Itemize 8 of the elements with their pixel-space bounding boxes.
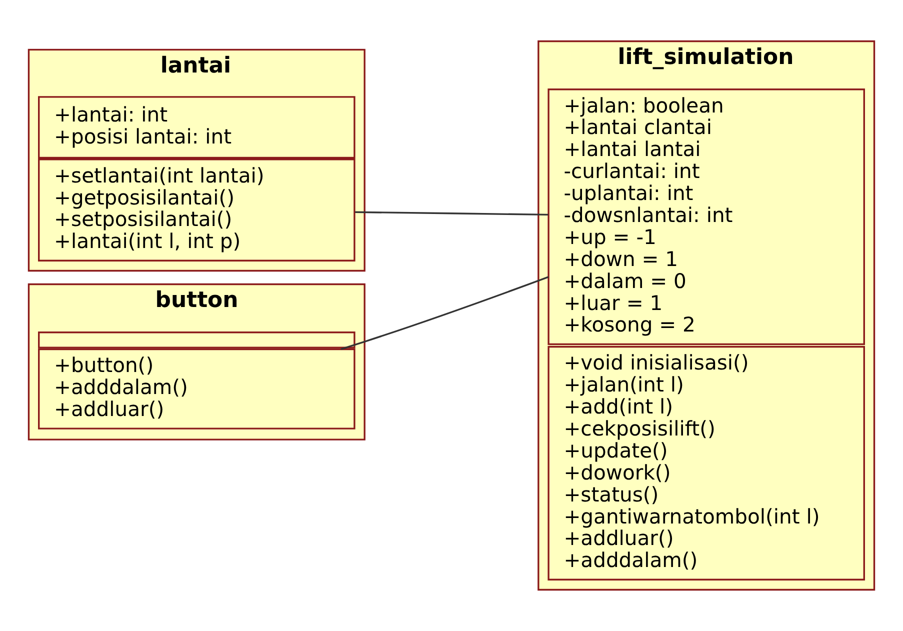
node-box: +setlantai(int lantai) +getposisilantai() +setposisilantai() +lantai(int l, int p)	[38, 158, 356, 262]
connector	[340, 276, 549, 350]
connector	[355, 211, 548, 216]
node-box: +lantai: int +posisi lantai: int	[38, 96, 356, 159]
node-box	[38, 332, 356, 348]
node-box: +button() +adddalam() +addluar()	[38, 348, 356, 430]
node-box: +void inisialisasi() +jalan(int l) +add(int l) +cekposisilift() +update() +dowork() +status() +gantiwarnatombol(int l) +addluar() +adddalam()	[548, 346, 865, 580]
node-box: +jalan: boolean +lantai clantai +lantai lantai -curlantai: int -uplantai: int -dowsnlantai: int +up = -1 +down = 1 +dalam = 0 +luar = 1 +kosong = 2	[548, 88, 865, 346]
